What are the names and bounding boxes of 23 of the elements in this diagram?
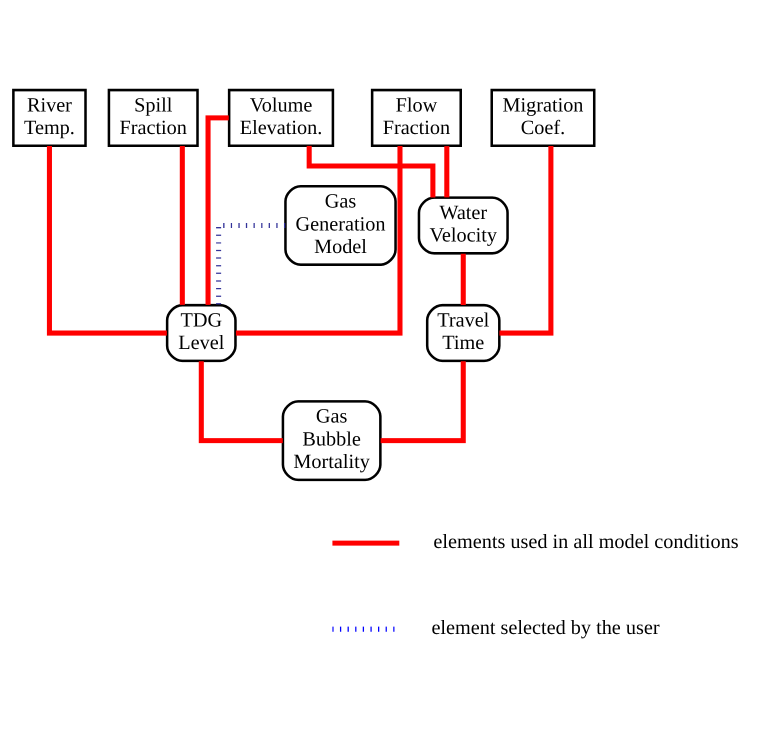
node-box: Gas Bubble Mortality — [282, 400, 382, 482]
node-box: River Temp. — [12, 88, 87, 147]
connector — [236, 146, 402, 336]
node-box: TDG Level — [166, 304, 237, 362]
node-box: Travel Time — [426, 304, 501, 362]
node-box: Spill Fraction — [108, 88, 199, 147]
connector — [216, 222, 286, 305]
node-box: Gas Generation Model — [284, 184, 397, 266]
connector — [206, 115, 229, 305]
node-box: Water Velocity — [418, 196, 509, 255]
node-box: Volume Elevation. — [228, 88, 334, 147]
node-box: Migration Coef. — [490, 88, 596, 147]
connector — [306, 146, 436, 198]
connector — [198, 361, 283, 444]
connector — [380, 361, 466, 444]
connector — [46, 146, 167, 336]
connector — [460, 254, 466, 305]
legend-label: elements used in all model conditions — [433, 530, 739, 553]
legend-label: element selected by the user — [431, 616, 660, 639]
connector — [444, 146, 450, 198]
connector — [180, 146, 185, 305]
connector — [499, 146, 554, 336]
node-box: Flow Fraction — [370, 88, 462, 147]
